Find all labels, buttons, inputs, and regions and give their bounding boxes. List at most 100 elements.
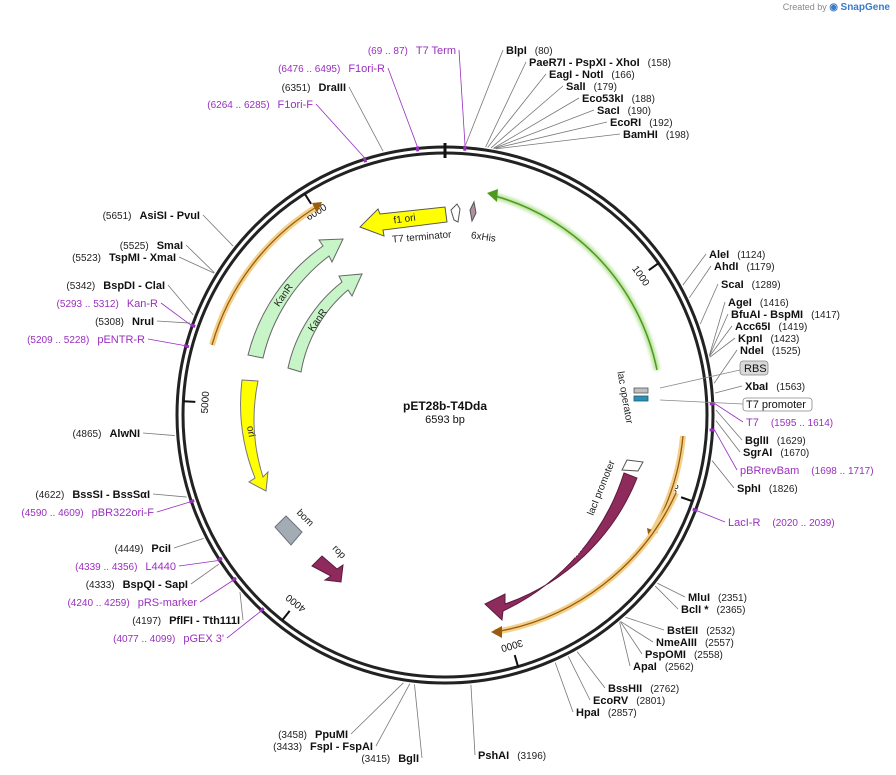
enzyme-label[interactable]: BglII(1629) xyxy=(745,435,806,447)
enzyme-position: (188) xyxy=(632,94,655,105)
primer-leader xyxy=(160,302,191,326)
primer-label[interactable]: (69 .. 87)T7 Term xyxy=(368,45,456,57)
rop-arrow[interactable] xyxy=(311,555,344,583)
enzyme-label[interactable]: SgrAI(1670) xyxy=(743,447,809,459)
enzyme-label[interactable]: HpaI(2857) xyxy=(576,707,637,719)
ori-arrow[interactable] xyxy=(240,379,269,492)
primer-label[interactable]: (4240 .. 4259)pRS-marker xyxy=(67,597,197,609)
enzyme-label[interactable]: EagI - NotI(166) xyxy=(549,69,635,81)
primer-label[interactable]: LacI-R(2020 .. 2039) xyxy=(728,517,835,529)
primer-label[interactable]: T7(1595 .. 1614) xyxy=(746,417,833,429)
primer-site-mark xyxy=(183,344,190,349)
enzyme-label[interactable]: SacI(190) xyxy=(597,105,651,117)
laci-promoter-arrow[interactable] xyxy=(621,459,644,472)
enzyme-label[interactable]: Acc65I(1419) xyxy=(735,321,807,333)
enzyme-leader xyxy=(625,616,665,631)
enzyme-label[interactable]: (5525)SmaI xyxy=(120,240,183,252)
enzyme-position: (1124) xyxy=(737,250,765,261)
enzyme-name: BclI * xyxy=(681,604,709,616)
enzyme-label[interactable]: MluI(2351) xyxy=(688,592,747,604)
enzyme-label[interactable]: PaeR7I - PspXI - XhoI(158) xyxy=(529,57,671,69)
enzyme-position: (2365) xyxy=(717,605,746,616)
snapgene-logo: ◉ xyxy=(829,2,839,13)
enzyme-label[interactable]: BamHI(198) xyxy=(623,129,689,141)
enzyme-leader xyxy=(190,563,219,585)
enzyme-label[interactable]: NmeAIII(2557) xyxy=(656,637,734,649)
enzyme-label[interactable]: (3433)FspI - FspAI xyxy=(273,741,373,753)
lac-operator-box[interactable] xyxy=(633,387,649,394)
primer-label[interactable]: (4077 .. 4099)pGEX 3' xyxy=(113,633,224,645)
enzyme-label[interactable]: PshAI(3196) xyxy=(478,750,546,762)
enzyme-name: ApaI xyxy=(633,661,657,673)
enzyme-leader xyxy=(414,684,423,759)
enzyme-label[interactable]: BlpI(80) xyxy=(506,45,553,57)
enzyme-label[interactable]: (5342)BspDI - ClaI xyxy=(66,280,165,292)
primer-label[interactable]: (4590 .. 4609)pBR322ori-F xyxy=(21,507,154,519)
enzyme-position: (6351) xyxy=(282,83,311,94)
primer-label[interactable]: (6476 .. 6495)F1ori-R xyxy=(278,63,385,75)
enzyme-label[interactable]: (4865)AlwNI xyxy=(73,428,140,440)
enzyme-label[interactable]: (5523)TspMI - XmaI xyxy=(72,252,176,264)
enzyme-label[interactable]: BclI * (2365) xyxy=(681,604,745,616)
enzyme-label[interactable]: BssHII(2762) xyxy=(608,683,679,695)
his-tag-box[interactable] xyxy=(469,200,477,223)
enzyme-label[interactable]: AgeI(1416) xyxy=(728,297,789,309)
enzyme-position: (2762) xyxy=(650,684,679,695)
enzyme-name: AleI xyxy=(709,249,729,261)
enzyme-label[interactable]: (4333)BspQI - SapI xyxy=(86,579,188,591)
enzyme-label[interactable]: PspOMI(2558) xyxy=(645,649,723,661)
enzyme-label[interactable]: AhdI(1179) xyxy=(714,261,775,273)
enzyme-label[interactable]: BstEII(2532) xyxy=(667,625,735,637)
primer-label[interactable]: (5293 .. 5312)Kan-R xyxy=(57,298,159,310)
enzyme-position: (4333) xyxy=(86,580,115,591)
primer-label[interactable]: pBRrevBam(1698 .. 1717) xyxy=(740,465,874,477)
enzyme-leader xyxy=(348,86,384,152)
bom-box[interactable] xyxy=(274,515,303,546)
kanr-inner-arrow[interactable] xyxy=(287,273,363,373)
enzyme-label[interactable]: (3415)BglI xyxy=(361,753,419,765)
enzyme-label[interactable]: (3458)PpuMI xyxy=(278,729,348,741)
enzyme-label[interactable]: NdeI(1525) xyxy=(740,345,801,357)
enzyme-label[interactable]: EcoRI(192) xyxy=(610,117,673,129)
enzyme-leader xyxy=(709,301,726,356)
primer-label[interactable]: (4339 .. 4356)L4440 xyxy=(75,561,176,573)
enzyme-position: (1417) xyxy=(811,310,840,321)
tick-mark xyxy=(281,610,291,621)
enzyme-label[interactable]: ScaI(1289) xyxy=(721,279,781,291)
enzyme-label[interactable]: ApaI(2562) xyxy=(633,661,694,673)
enzyme-label[interactable]: EcoRV(2801) xyxy=(593,695,665,707)
enzyme-label[interactable]: (4622)BssSI - BssSαI xyxy=(35,489,150,501)
snapgene-brand: SnapGene xyxy=(840,2,890,13)
primer-name: pGEX 3' xyxy=(183,633,224,645)
enzyme-label[interactable]: Eco53kI(188) xyxy=(582,93,655,105)
primer-leader-lines xyxy=(147,49,744,639)
enzyme-name: XbaI xyxy=(745,381,768,393)
primer-range: (4240 .. 4259) xyxy=(67,598,129,609)
enzyme-label[interactable]: SalI(179) xyxy=(566,81,617,93)
enzyme-label[interactable]: BfuAI - BspMI(1417) xyxy=(731,309,840,321)
enzyme-label[interactable]: KpnI(1423) xyxy=(738,333,799,345)
enzyme-label[interactable]: (5651)AsiSI - PvuI xyxy=(103,210,200,222)
enzyme-name: DraIII xyxy=(318,82,346,94)
enzyme-label[interactable]: (4197)PflFI - Tth111I xyxy=(132,615,240,627)
enzyme-label[interactable]: (6351) DraIII xyxy=(282,82,346,94)
enzyme-label[interactable]: SphI(1826) xyxy=(737,483,798,495)
enzyme-label[interactable]: (4449)PciI xyxy=(115,543,171,555)
kanr-outer-arrow[interactable] xyxy=(247,238,344,359)
enzyme-label[interactable]: AleI (1124) xyxy=(709,249,765,261)
primer-range: (6264 .. 6285) xyxy=(207,100,269,111)
primer-label[interactable]: (5209 .. 5228)pENTR-R xyxy=(27,334,145,346)
laci-arrow[interactable] xyxy=(484,472,638,622)
enzyme-position: (4622) xyxy=(35,490,64,501)
enzyme-position: (4865) xyxy=(73,429,102,440)
f1-ori-arrow[interactable] xyxy=(359,206,448,237)
enzyme-leader xyxy=(657,582,686,598)
primer-label[interactable]: (6264 .. 6285)F1ori-F xyxy=(207,99,313,111)
enzyme-label[interactable]: (5308)NruI xyxy=(95,316,154,328)
enzyme-name: EcoRV xyxy=(593,695,629,707)
insert-arc-line[interactable] xyxy=(494,195,658,371)
t7-promoter-box[interactable] xyxy=(633,395,649,402)
enzyme-label[interactable]: XbaI(1563) xyxy=(745,381,805,393)
enzyme-name: BglII xyxy=(745,435,769,447)
